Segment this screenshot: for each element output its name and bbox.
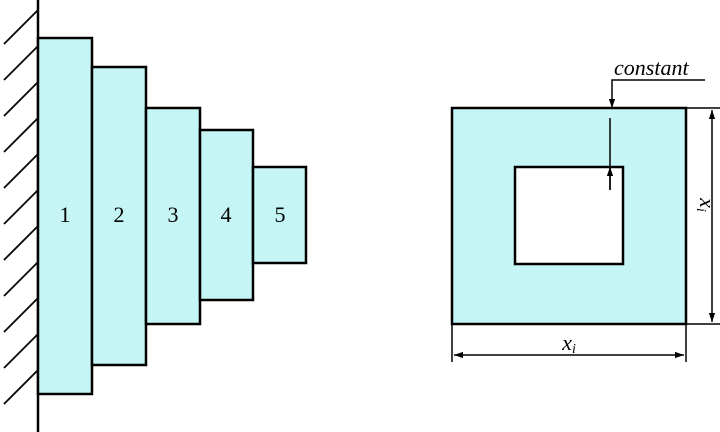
- hatch-line: [3, 333, 39, 369]
- hatch-line: [3, 261, 39, 297]
- hatch-line: [3, 225, 39, 261]
- stepped-beam: 1 2 3 4 5: [36, 36, 308, 396]
- horizontal-dim-subscript: i: [572, 342, 576, 357]
- horizontal-dimension-label: xi: [561, 330, 576, 357]
- hatch-line: [3, 45, 39, 81]
- segment-label-2: 2: [114, 202, 125, 227]
- hatch-line: [3, 153, 39, 189]
- segment-label-5: 5: [275, 202, 286, 227]
- beam-segment-5: [251, 165, 308, 265]
- hatch-line: [3, 117, 39, 153]
- hatch-line: [3, 369, 39, 405]
- horizontal-dim-symbol: x: [561, 330, 572, 355]
- cross-section: constant xi xi: [450, 55, 720, 362]
- thickness-leader-arrow: [608, 79, 705, 108]
- inner-hole: [513, 165, 625, 266]
- segment-label-1: 1: [60, 202, 71, 227]
- beam-segment-2: [90, 65, 148, 367]
- thickness-label: constant: [614, 55, 689, 80]
- wall-hatching: [3, 9, 39, 405]
- hatch-line: [3, 297, 39, 333]
- vertical-dim-symbol: x: [695, 197, 720, 208]
- segment-label-3: 3: [168, 202, 179, 227]
- vertical-dim-subscript: i: [693, 208, 708, 212]
- hatch-line: [3, 189, 39, 225]
- beam-segment-3: [144, 106, 202, 326]
- segment-label-4: 4: [221, 202, 232, 227]
- fixed-wall: [3, 0, 40, 432]
- hatch-line: [3, 9, 39, 45]
- vertical-dimension-label: xi: [693, 197, 720, 212]
- hatch-line: [3, 81, 39, 117]
